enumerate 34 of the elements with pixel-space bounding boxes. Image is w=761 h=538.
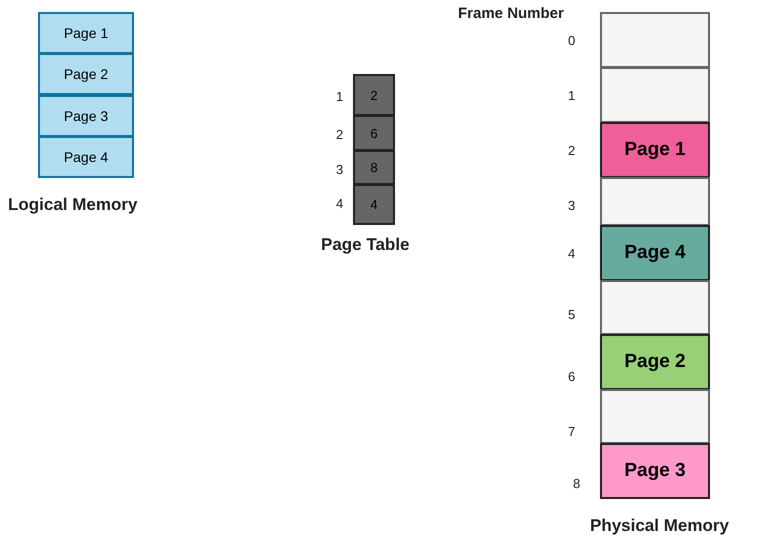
page-table-entry: 6 [353, 115, 395, 151]
page-number: 1 [336, 89, 344, 104]
frame-number: 6 [568, 369, 576, 384]
memory-frame: Page 3 [600, 443, 710, 499]
frame-number: 8 [573, 476, 580, 491]
memory-frame: Page 2 [600, 334, 710, 390]
memory-frame: Page 4 [600, 225, 710, 281]
frame-number: 2 [568, 143, 576, 158]
column-heading: Frame Number [458, 5, 564, 22]
frame-number: 0 [568, 33, 576, 48]
frame-number: 5 [568, 307, 576, 322]
frame-number: 3 [568, 198, 576, 213]
frame-number: 4 [568, 246, 576, 261]
page-number: 3 [336, 162, 344, 177]
page-number: 2 [336, 127, 344, 142]
frame-number: 1 [568, 88, 576, 103]
frame-number: 7 [568, 424, 576, 439]
page-block: Page 4 [38, 136, 134, 178]
page-table-entry: 4 [353, 184, 395, 225]
memory-frame: Page 1 [600, 122, 710, 178]
page-block: Page 3 [38, 95, 134, 137]
page-table-entry: 2 [353, 74, 395, 116]
empty-frame [600, 389, 710, 444]
caption: Physical Memory [590, 516, 729, 536]
empty-frame [600, 177, 710, 226]
page-table-entry: 8 [353, 150, 395, 185]
empty-frame [600, 280, 710, 335]
caption: Logical Memory [8, 195, 138, 215]
caption: Page Table [321, 235, 410, 255]
page-number: 4 [336, 196, 344, 211]
page-block: Page 2 [38, 53, 134, 95]
empty-frame [600, 67, 710, 123]
page-block: Page 1 [38, 12, 134, 54]
empty-frame [600, 12, 710, 68]
